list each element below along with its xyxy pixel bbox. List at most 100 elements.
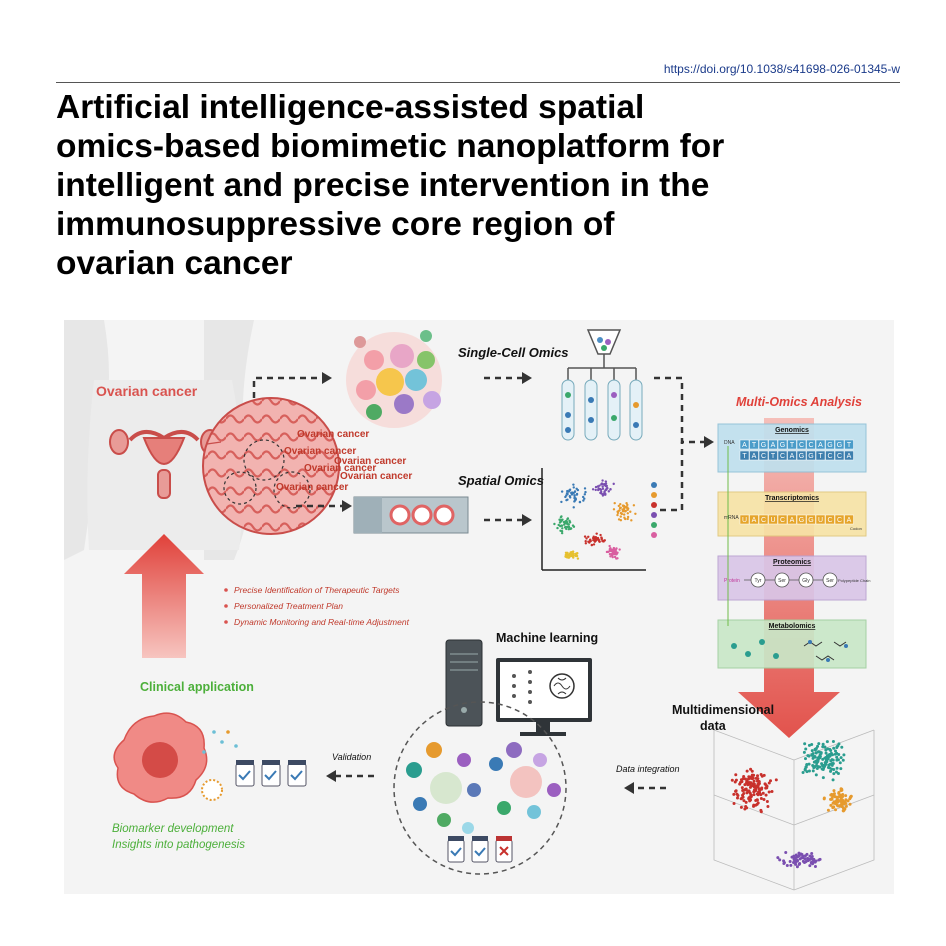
- flask-icon: [568, 329, 636, 369]
- base-cell: [825, 450, 835, 461]
- scatter-point: [794, 862, 798, 866]
- protein-label: Protein: [724, 578, 740, 584]
- scatter-point: [796, 855, 800, 859]
- amino-acid: [774, 572, 790, 588]
- metabolomics-label: Metabolomics: [769, 623, 816, 630]
- umap-point: [623, 505, 627, 509]
- umap-point: [593, 540, 597, 543]
- scatter-point: [749, 798, 753, 802]
- scatter-point: [837, 742, 841, 746]
- scatter-point: [747, 782, 751, 786]
- umap-point: [572, 556, 575, 559]
- umap-point: [604, 480, 608, 483]
- arrowhead: [522, 372, 532, 384]
- umap-point: [599, 533, 602, 537]
- scatter-point: [810, 753, 814, 757]
- base-cell: [768, 439, 778, 450]
- scatter-point: [832, 772, 836, 776]
- up-arrow: [124, 534, 204, 658]
- scatter-point: [829, 769, 833, 773]
- scatter-point: [807, 769, 811, 773]
- scatter-point: [809, 857, 813, 861]
- abstract-svg: Ovarian cancer Ovarian cancer Ovarian ca…: [64, 320, 875, 891]
- scatter-point: [838, 793, 842, 797]
- scatter-point: [761, 791, 765, 795]
- scatter-point: [814, 859, 818, 863]
- umap-point: [601, 479, 604, 482]
- base-cell: [749, 439, 759, 450]
- scatter-point: [849, 794, 853, 798]
- umap-point: [567, 528, 570, 531]
- 3d-plot-axes: [713, 729, 875, 891]
- umap-point: [598, 540, 601, 543]
- umap-point: [613, 548, 617, 552]
- umap-point: [574, 552, 577, 555]
- base-cell: [768, 514, 778, 525]
- scatter-point: [792, 860, 796, 864]
- base-letter: A: [847, 453, 852, 460]
- base-cell: [777, 450, 788, 461]
- scatter-point: [808, 854, 812, 858]
- umap-point: [570, 550, 573, 554]
- test-tube-icon: [561, 368, 643, 441]
- umap-point: [568, 519, 571, 523]
- umap-point: [578, 500, 582, 504]
- scatter-point: [745, 806, 749, 810]
- scatter-point: [821, 776, 825, 780]
- umap-point: [571, 524, 575, 527]
- scatter-point: [762, 798, 766, 802]
- spatial-omics-label: Spatial Omics: [458, 473, 544, 488]
- scatter-point: [757, 780, 761, 784]
- tumor-label: Ovarian cancer: [276, 482, 348, 493]
- scatter-point: [833, 749, 837, 753]
- umap-point: [612, 508, 616, 511]
- scatter-point: [826, 766, 830, 770]
- umap-point: [594, 488, 597, 492]
- scatter-point: [741, 789, 745, 793]
- dashed-arrow-icon: [654, 376, 704, 512]
- scatter-point: [819, 751, 823, 755]
- scatter-point: [750, 783, 754, 787]
- scatter-point: [741, 795, 745, 799]
- umap-point: [608, 552, 612, 556]
- umap-point: [601, 487, 605, 490]
- scatter-point: [804, 747, 808, 751]
- base-cell: [768, 450, 778, 461]
- doi-link[interactable]: https://doi.org/10.1038/s41698-026-01345…: [663, 62, 900, 76]
- tumor-label: Ovarian cancer: [297, 429, 369, 440]
- codon-label: Codon: [850, 526, 862, 531]
- base-letter: C: [780, 453, 785, 460]
- scatter-point: [745, 769, 749, 773]
- umap-point: [615, 557, 618, 560]
- umap-point: [568, 489, 571, 492]
- umap-point: [623, 510, 627, 513]
- umap-point: [587, 535, 590, 538]
- base-cell: [758, 439, 769, 450]
- scatter-point: [769, 779, 773, 783]
- base-cell: [758, 514, 769, 525]
- cluster-scatter: [730, 739, 853, 869]
- outcome-item: Insights into pathogenesis: [112, 839, 245, 851]
- base-cell: [758, 450, 769, 461]
- transcriptomics-label: Transcriptomics: [765, 495, 819, 502]
- scatter-point: [782, 861, 786, 865]
- umap-point: [583, 497, 586, 500]
- base-letter: G: [799, 517, 804, 524]
- umap-point: [625, 501, 628, 505]
- base-letter: C: [808, 442, 813, 449]
- umap-point: [597, 487, 600, 490]
- scatter-point: [759, 797, 763, 801]
- validation-label: Validation: [332, 752, 371, 762]
- brain-icon: [512, 670, 575, 704]
- base-letter: U: [818, 517, 823, 524]
- scatter-point: [842, 753, 846, 757]
- scatter-point: [742, 799, 746, 803]
- umap-point: [595, 538, 598, 541]
- scatter-point: [840, 800, 844, 804]
- base-cell: [739, 439, 750, 450]
- umap-point: [573, 490, 577, 493]
- scatter-point: [840, 745, 844, 749]
- tumor-label: Ovarian cancer: [340, 471, 412, 482]
- umap-point: [568, 494, 571, 498]
- scatter-point: [810, 851, 814, 855]
